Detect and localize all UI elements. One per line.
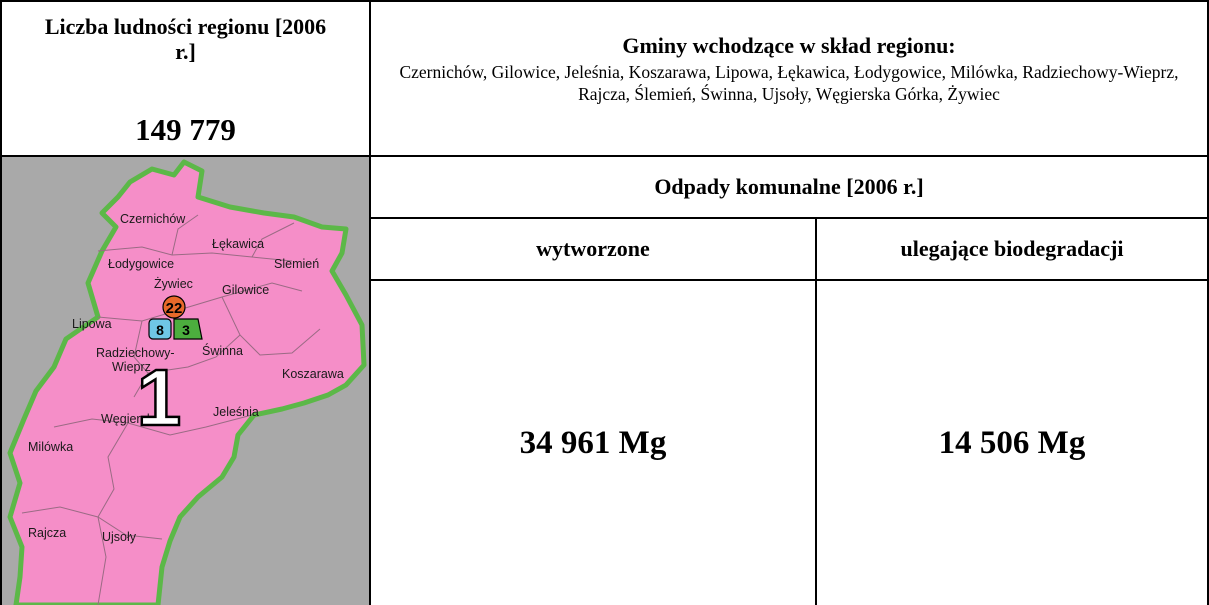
- population-value: 149 779: [135, 112, 236, 147]
- communes-cell: Gminy wchodzące w skład regionu: Czernic…: [371, 2, 1207, 155]
- label-czernichow: Czernichów: [120, 212, 186, 226]
- population-heading: Liczba ludności regionu [2006 r.]: [44, 14, 327, 64]
- map-labels: Czernichów Łękawica Łodygowice Slemień Ż…: [28, 212, 344, 544]
- waste-heading: Odpady komunalne [2006 r.]: [654, 174, 924, 199]
- table-divider-vertical-main: [369, 0, 371, 605]
- marker-orange: [162, 295, 186, 319]
- table-border-top: [0, 0, 1209, 2]
- marker-green-label: 3: [182, 322, 190, 338]
- label-ujsoly: Ujsoły: [102, 530, 137, 544]
- marker-blue: [148, 318, 172, 340]
- marker-orange-label: 22: [166, 300, 183, 317]
- col-generated-label: wytworzone: [536, 236, 650, 261]
- table-divider-horizontal-labels: [371, 279, 1209, 281]
- marker-green: [173, 318, 203, 340]
- table-divider-horizontal-header: [0, 155, 1209, 157]
- table-border-left: [0, 0, 2, 605]
- table-divider-horizontal-waste: [371, 217, 1209, 219]
- label-wieprz: Wieprz: [112, 360, 151, 374]
- label-milowka: Milówka: [28, 440, 73, 454]
- label-radziechowy: Radziechowy-: [96, 346, 175, 360]
- label-gilowice: Gilowice: [222, 283, 269, 297]
- map-markers: 22 8 3: [148, 295, 203, 340]
- label-koszarawa: Koszarawa: [282, 367, 344, 381]
- biodegradable-value: 14 506 Mg: [938, 424, 1086, 461]
- label-lodygowice: Łodygowice: [108, 257, 174, 271]
- communes-list: Czernichów, Gilowice, Jeleśnia, Koszaraw…: [399, 62, 1179, 104]
- region-number: 1: [137, 353, 182, 442]
- label-jelesnia: Jeleśnia: [213, 405, 259, 419]
- region-map-svg: Czernichów Łękawica Łodygowice Slemień Ż…: [2, 157, 369, 605]
- label-swinna: Świnna: [202, 343, 243, 358]
- table-divider-vertical-columns: [815, 219, 817, 605]
- label-wegierska: Węgierska: [101, 412, 160, 426]
- label-lekawica: Łękawica: [212, 237, 264, 251]
- population-cell: Liczba ludności regionu [2006 r.] 149 77…: [2, 2, 369, 155]
- table-border-right: [1207, 0, 1209, 605]
- generated-value: 34 961 Mg: [519, 424, 667, 461]
- region-map: Czernichów Łękawica Łodygowice Slemień Ż…: [2, 157, 369, 605]
- label-lipowa: Lipowa: [72, 317, 112, 331]
- region-outline: [7, 159, 367, 605]
- col-biodegradable-label: ulegające biodegradacji: [900, 236, 1124, 261]
- marker-blue-label: 8: [156, 322, 164, 338]
- communes-heading: Gminy wchodzące w skład regionu:: [622, 33, 956, 58]
- label-slemien: Slemień: [274, 257, 319, 271]
- label-zywiec: Żywiec: [154, 277, 193, 291]
- label-rajcza: Rajcza: [28, 526, 66, 540]
- commune-borders: [21, 214, 321, 605]
